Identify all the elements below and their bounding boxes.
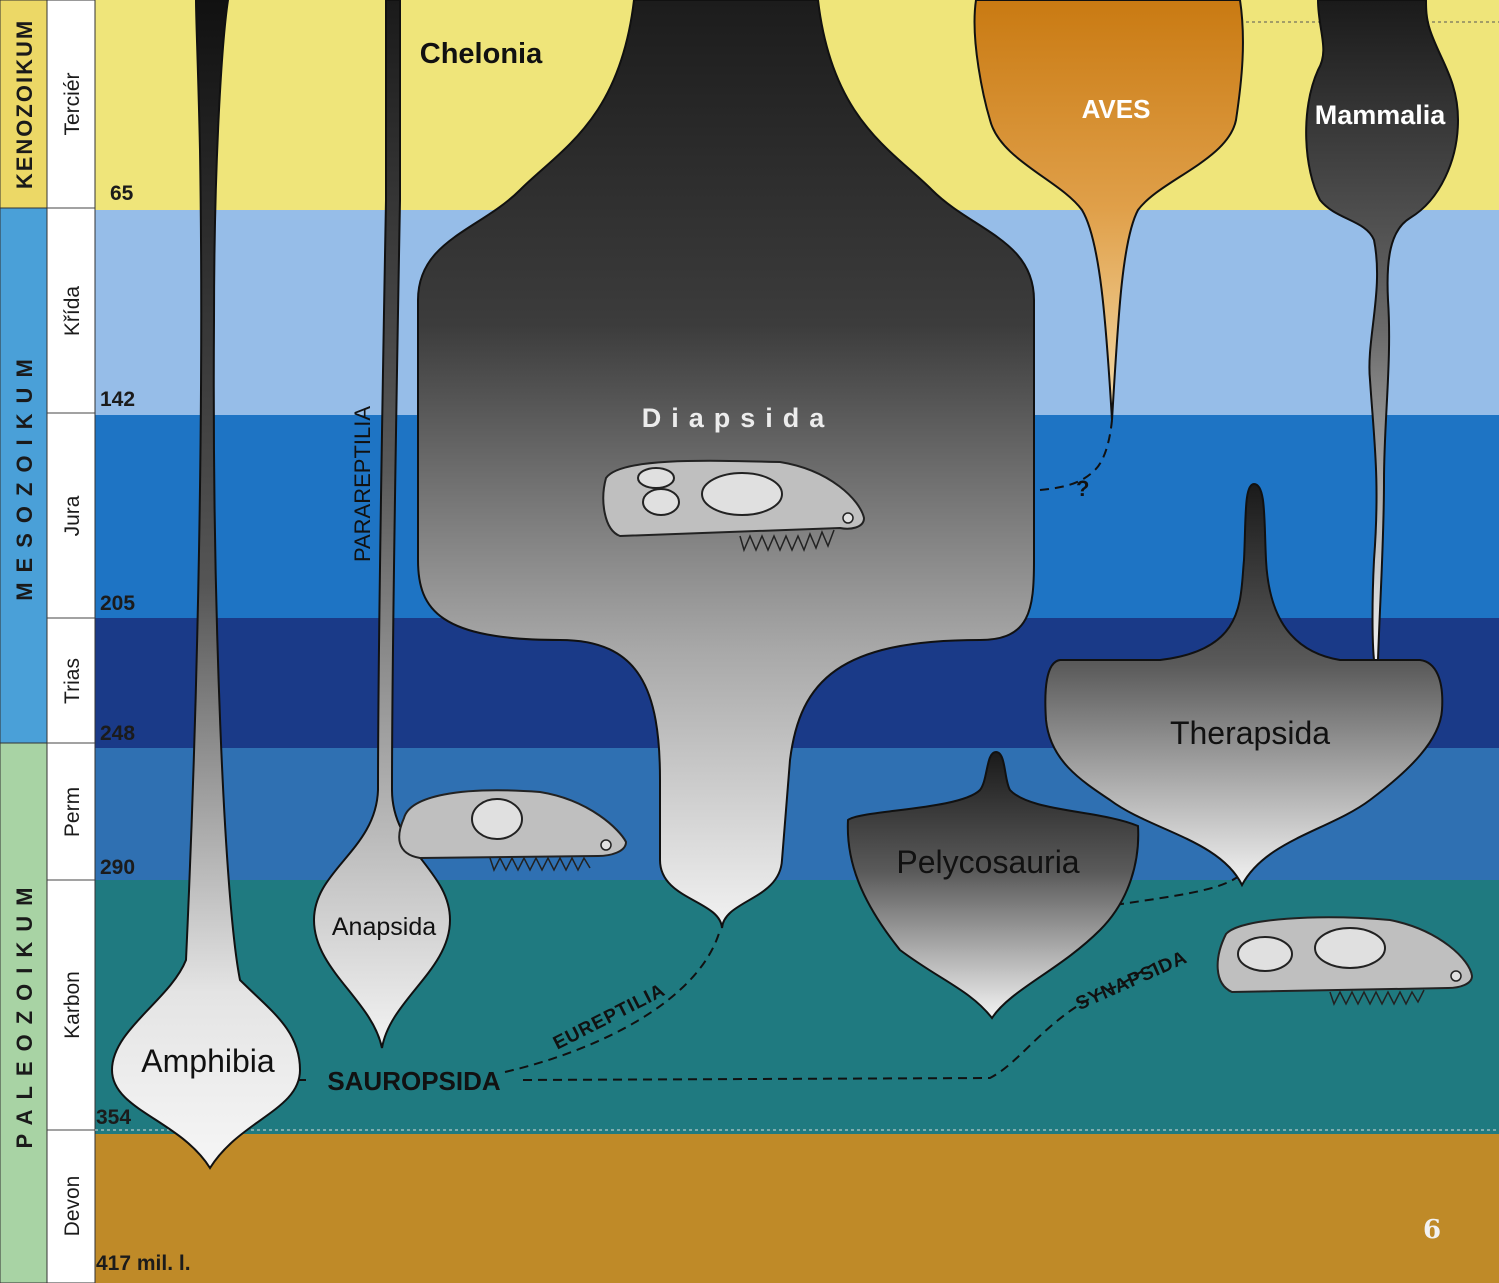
- label-parareptilia: PARAREPTILIA: [350, 406, 375, 562]
- period-label-jura: Jura: [61, 495, 84, 536]
- period-label-krida: Křída: [61, 286, 84, 337]
- age-142: 142: [100, 388, 135, 411]
- label-pelycosauria: Pelycosauria: [896, 844, 1079, 880]
- era-label-paleozoikum: PALEOZOIKUM: [12, 878, 37, 1149]
- age-290: 290: [100, 856, 135, 879]
- label-sauropsida: SAUROPSIDA: [327, 1066, 501, 1096]
- page-number: 6: [1423, 1215, 1441, 1245]
- label-uncertain: ?: [1076, 476, 1090, 501]
- period-label-karbon: Karbon: [61, 971, 84, 1039]
- age-354: 354: [96, 1106, 131, 1129]
- label-diapsida: Diapsida: [642, 403, 835, 433]
- age-417: 417 mil. l.: [96, 1252, 191, 1275]
- label-anapsida: Anapsida: [332, 913, 436, 941]
- era-label-kenozoikum: KENOZOIKUM: [12, 19, 37, 189]
- label-aves: AVES: [1082, 94, 1151, 124]
- period-label-tercier: Terciér: [61, 72, 84, 135]
- period-label-perm: Perm: [61, 787, 84, 837]
- label-amphibia: Amphibia: [141, 1043, 275, 1079]
- label-mammalia: Mammalia: [1315, 100, 1447, 130]
- band-devonian: [95, 1134, 1499, 1283]
- label-therapsida: Therapsida: [1170, 715, 1330, 751]
- label-chelonia: Chelonia: [420, 38, 543, 70]
- period-label-devon: Devon: [61, 1176, 84, 1237]
- period-column: [47, 0, 95, 1283]
- period-label-trias: Trias: [61, 658, 84, 704]
- age-248: 248: [100, 722, 135, 745]
- age-65: 65: [110, 182, 134, 205]
- era-label-mesozoikum: MESOZOIKUM: [12, 349, 37, 601]
- age-205: 205: [100, 592, 135, 615]
